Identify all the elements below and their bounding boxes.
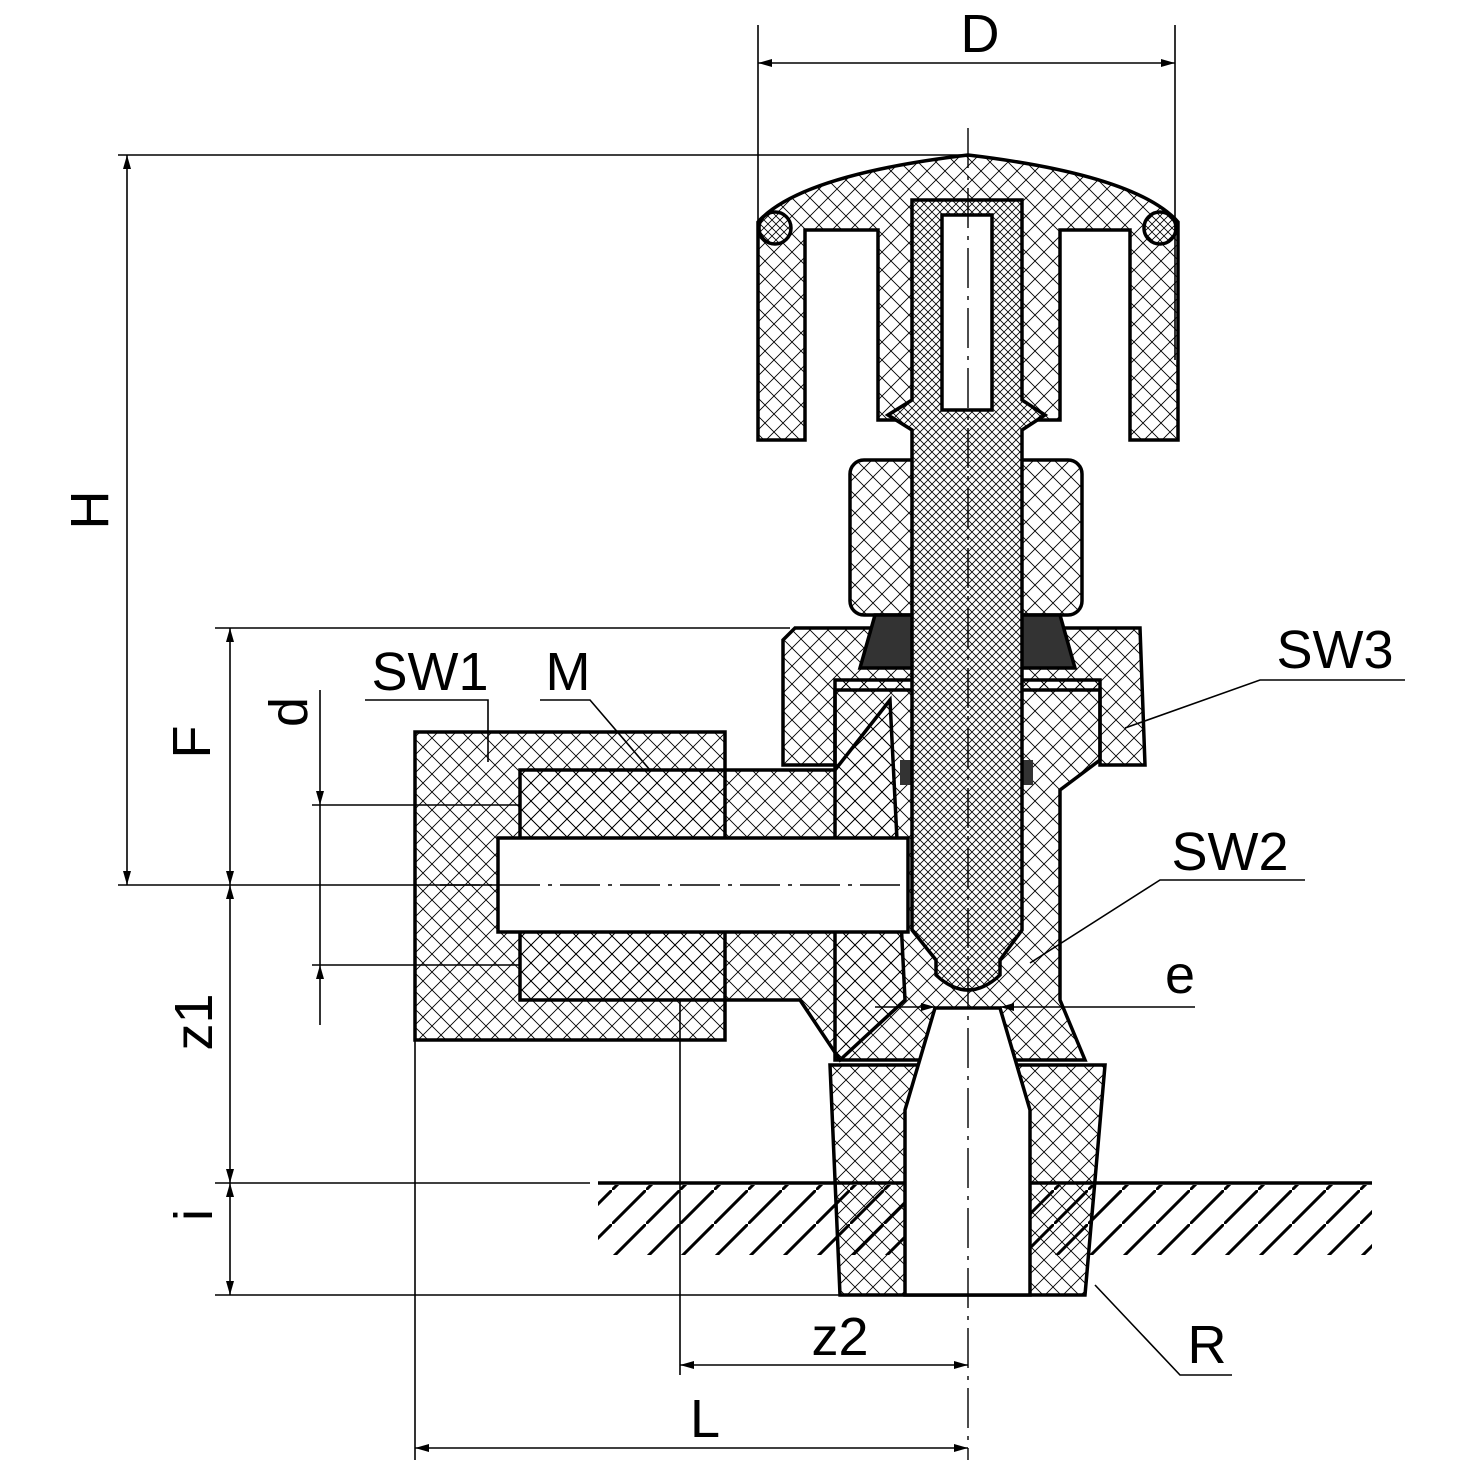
dim-label-F: F <box>162 726 222 759</box>
dim-label-e: e <box>1165 945 1195 1005</box>
dim-label-z1: z1 <box>164 993 224 1050</box>
packing-right <box>1018 613 1078 670</box>
dimension-lines <box>118 25 1195 1460</box>
callout-SW2: SW2 <box>1171 822 1288 882</box>
callout-leaders <box>365 679 1405 1376</box>
dim-label-z2: z2 <box>811 1307 868 1367</box>
dim-label-H: H <box>60 491 120 530</box>
oring-left <box>757 210 793 246</box>
dim-label-i: i <box>164 1209 224 1221</box>
oring-right <box>1142 210 1178 246</box>
packing-left <box>857 613 917 670</box>
callout-SW1: SW1 <box>371 642 488 702</box>
dim-label-L: L <box>690 1389 720 1449</box>
callout-SW3: SW3 <box>1276 620 1393 680</box>
dim-label-d: d <box>259 697 319 727</box>
valve-body <box>413 153 1180 1297</box>
valve-stem <box>884 198 1049 992</box>
callout-R: R <box>1188 1315 1227 1375</box>
callout-M: M <box>546 642 591 702</box>
dim-label-D: D <box>961 4 1000 64</box>
stem-slot <box>940 213 994 412</box>
